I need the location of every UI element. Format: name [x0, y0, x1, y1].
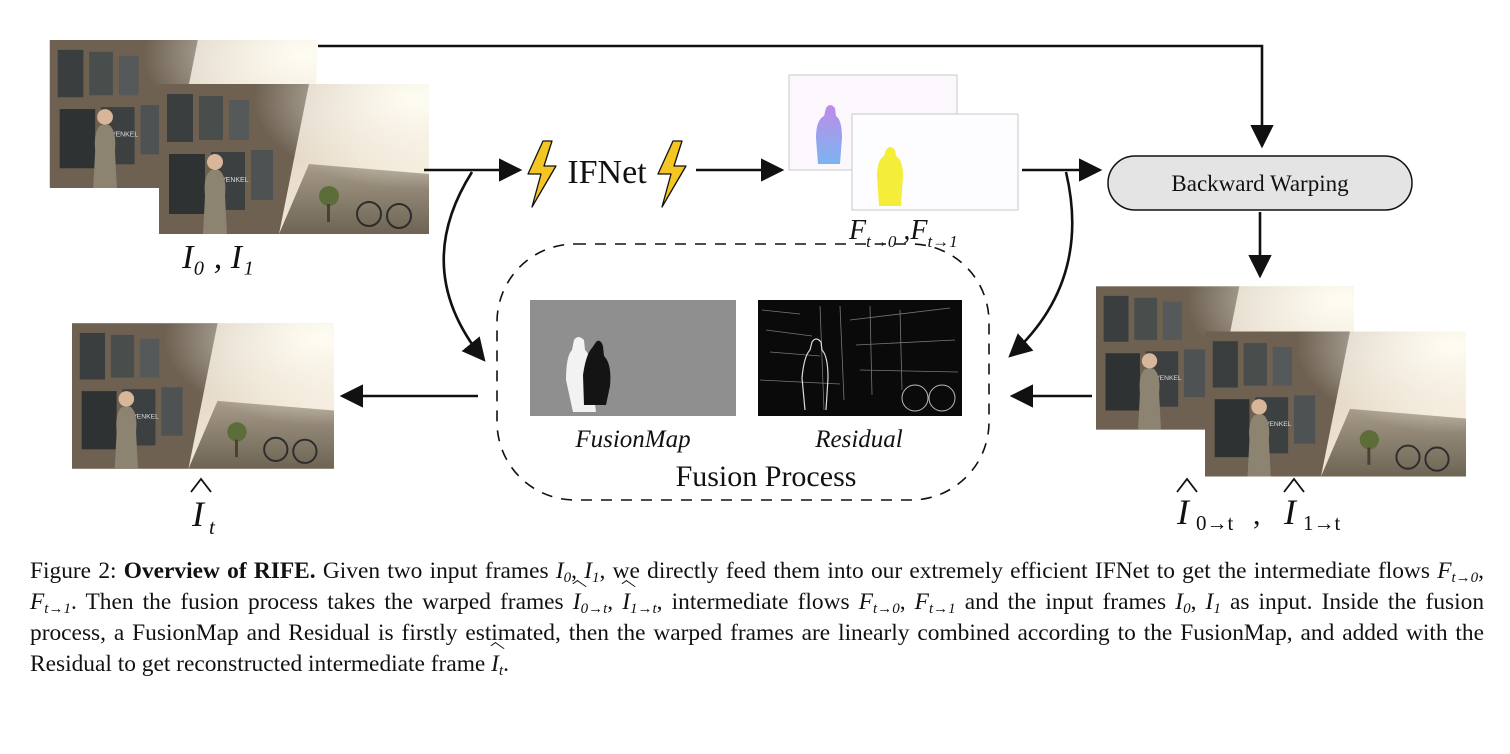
arrow-flows-to-fusion — [1008, 171, 1074, 358]
caption-text2: , we directly feed them into our extreme… — [599, 558, 1438, 584]
warped-I1: I — [1176, 492, 1191, 532]
residual-image — [758, 300, 962, 416]
input-frames-label: I₀ , I₁ — [181, 239, 254, 276]
fusion-map-label: FusionMap — [574, 426, 690, 453]
caption-bold: Overview of RIFE. — [123, 558, 316, 584]
ifnet-label: IFNet — [567, 154, 647, 191]
fusion-map-image — [530, 300, 736, 416]
arrow-inputs-to-warping — [318, 44, 1274, 149]
flow-images — [788, 74, 1019, 211]
caption-text6: as input. Inside the fusion process, a F… — [30, 589, 1485, 677]
input-frame-1 — [158, 84, 430, 234]
warped-frame-1 — [1205, 330, 1466, 478]
backward-warping-label: Backward Warping — [1171, 171, 1349, 196]
flows-label: Ft→0 ,Ft→1 — [848, 215, 958, 251]
rife-diagram: VENKEL — [48, 40, 1466, 539]
fusion-process-label: Fusion Process — [676, 460, 857, 493]
flow-sub2: t→1 — [927, 232, 957, 251]
warped-I2: I — [1283, 492, 1298, 532]
output-sub: t — [209, 515, 216, 539]
output-I: I — [191, 494, 206, 534]
caption-text7: . — [503, 651, 509, 677]
output-label: I t — [190, 477, 216, 539]
warped-sub1: 0→t — [1196, 511, 1234, 535]
lightning-icon-right — [657, 140, 687, 208]
caption-text4: , intermediate flows — [656, 589, 859, 615]
caption-text5: and the input frames — [955, 589, 1176, 615]
flow-image-t1 — [851, 113, 1019, 211]
arrows — [318, 44, 1274, 408]
warped-label: I 0→t , I 1→t — [1176, 477, 1341, 535]
warped-sub2: 1→t — [1303, 511, 1341, 535]
warped-sep: , — [1253, 498, 1261, 531]
flow-f2: ,F — [896, 215, 928, 246]
caption-prefix: Figure 2: — [30, 558, 124, 584]
output-frame — [72, 322, 334, 470]
caption-text3: . Then the fusion process takes the warp… — [70, 589, 573, 615]
arrow-inputs-to-fusion — [442, 171, 486, 362]
ifnet-node: IFNet — [527, 140, 687, 208]
figure-caption: Figure 2: Overview of RIFE. Given two in… — [30, 558, 1485, 679]
warped-frames — [1096, 285, 1466, 478]
caption-text1: Given two input frames — [315, 558, 556, 584]
flow-sub1: t→0 — [866, 232, 897, 251]
backward-warping-box — [1107, 155, 1413, 211]
flow-f1: F — [848, 215, 867, 246]
input-frames — [48, 40, 430, 234]
lightning-icon-left — [527, 140, 557, 208]
residual-label: Residual — [814, 426, 903, 453]
fusion-process-boundary — [496, 243, 990, 501]
